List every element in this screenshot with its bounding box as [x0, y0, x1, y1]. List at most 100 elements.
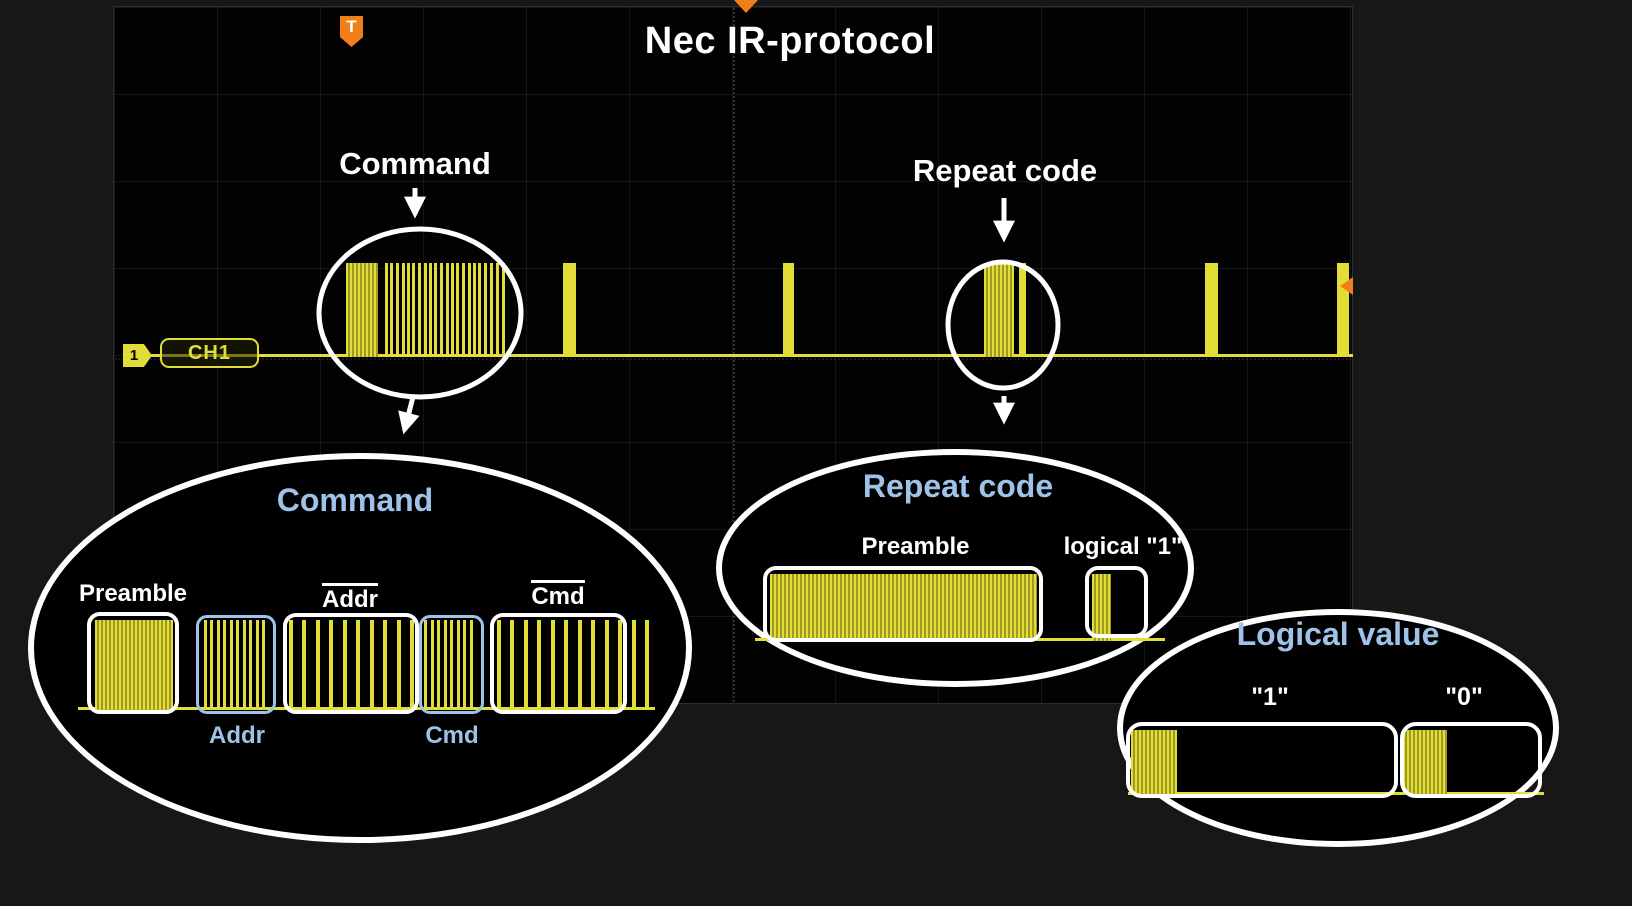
signal-pulse [578, 620, 582, 710]
signal-pulse [230, 620, 233, 710]
logical-value-title: Logical value [1236, 616, 1440, 652]
signal-pulse [470, 620, 473, 710]
signal-pulse [385, 263, 388, 357]
signal-baseline [78, 707, 655, 710]
signal-pulse [407, 263, 410, 357]
repeat-code-callout-label: Repeat code [912, 153, 1098, 188]
signal-pulse [770, 574, 1037, 641]
signal-pulse [591, 620, 595, 710]
signal-pulse [210, 620, 213, 710]
waveform-command-detail [60, 585, 670, 735]
signal-pulse [510, 620, 514, 710]
repeat-preamble-label: Preamble [861, 533, 970, 560]
signal-pulse [402, 263, 405, 357]
signal-pulse [412, 263, 415, 357]
signal-pulse [451, 263, 454, 357]
signal-pulse [551, 620, 555, 710]
signal-baseline [1128, 792, 1544, 795]
repeat-preamble-box [763, 566, 1043, 642]
trigger-position-marker-icon[interactable] [734, 0, 758, 13]
signal-pulse [1019, 263, 1026, 357]
signal-pulse [478, 263, 481, 357]
bit-one-box [1126, 722, 1398, 798]
signal-pulse [463, 620, 466, 710]
signal-pulse [444, 620, 447, 710]
signal-pulse [490, 263, 493, 357]
signal-pulse [497, 620, 501, 710]
signal-pulse [632, 620, 636, 710]
signal-pulse [450, 620, 453, 710]
signal-pulse [468, 263, 471, 357]
signal-pulse [289, 620, 293, 710]
signal-pulse [236, 620, 239, 710]
signal-pulse [356, 620, 360, 710]
signal-pulse [370, 620, 374, 710]
signal-pulse [1205, 263, 1218, 357]
trigger-level-marker-icon[interactable] [1340, 277, 1353, 295]
signal-pulse [302, 620, 306, 710]
signal-pulse [457, 620, 460, 710]
signal-pulse [484, 263, 487, 357]
signal-pulse [434, 263, 437, 357]
signal-pulse [418, 263, 421, 357]
cmd-inverse-text: Cmd [531, 580, 585, 609]
command-callout-label: Command [339, 146, 491, 181]
cmd-box [419, 615, 484, 714]
signal-pulse [1092, 574, 1111, 641]
repeat-detail-title: Repeat code [862, 468, 1054, 504]
signal-pulse [256, 620, 259, 710]
signal-pulse [429, 263, 432, 357]
logical-one-box [1085, 566, 1148, 638]
cmd-inverse-box [490, 613, 627, 714]
preamble-box [87, 612, 179, 714]
signal-pulse [783, 263, 794, 357]
ch1-badge[interactable]: CH1 [160, 338, 259, 368]
signal-pulse [223, 620, 226, 710]
signal-pulse [424, 620, 427, 710]
addr-label: Addr [209, 722, 265, 749]
bit-zero-box [1400, 722, 1542, 798]
signal-pulse [524, 620, 528, 710]
channel-1-ground-marker[interactable]: 1 [123, 344, 152, 367]
signal-pulse [204, 620, 207, 710]
cmd-inverse-label: Cmd [513, 580, 603, 611]
addr-box [196, 615, 276, 714]
logical-one-label: logical "1" [1063, 533, 1183, 560]
trigger-flag-icon[interactable]: T [340, 16, 363, 47]
signal-pulse [390, 263, 393, 357]
signal-pulse [424, 263, 427, 357]
addr-inverse-box [283, 613, 419, 714]
signal-pulse [605, 620, 609, 710]
signal-pulse [410, 620, 414, 710]
signal-pulse [343, 620, 347, 710]
signal-pulse [618, 620, 622, 710]
trigger-flag-label: T [346, 17, 357, 36]
signal-pulse [462, 263, 465, 357]
channel-1-marker-label: 1 [129, 347, 139, 364]
signal-pulse [473, 263, 476, 357]
signal-pulse [645, 620, 649, 710]
signal-pulse [456, 263, 459, 357]
signal-pulse [383, 620, 387, 710]
bit-zero-label: "0" [1445, 683, 1483, 711]
signal-pulse [243, 620, 246, 710]
signal-pulse [446, 263, 449, 357]
signal-pulse [346, 263, 378, 357]
signal-pulse [502, 263, 505, 357]
command-detail-title: Command [276, 482, 434, 518]
signal-pulse [440, 263, 443, 357]
command-preamble-label: Preamble [78, 580, 188, 607]
logical-value-detail-ellipse [1117, 609, 1559, 847]
signal-pulse [984, 263, 1014, 357]
signal-pulse [431, 620, 434, 710]
signal-pulse [537, 620, 541, 710]
signal-pulse [262, 620, 265, 710]
signal-pulse [316, 620, 320, 710]
signal-pulse [329, 620, 333, 710]
addr-inverse-label: Addr [305, 583, 395, 614]
signal-pulse [396, 263, 399, 357]
signal-pulse [397, 620, 401, 710]
signal-baseline [149, 354, 1353, 357]
cmd-label: Cmd [425, 722, 479, 749]
